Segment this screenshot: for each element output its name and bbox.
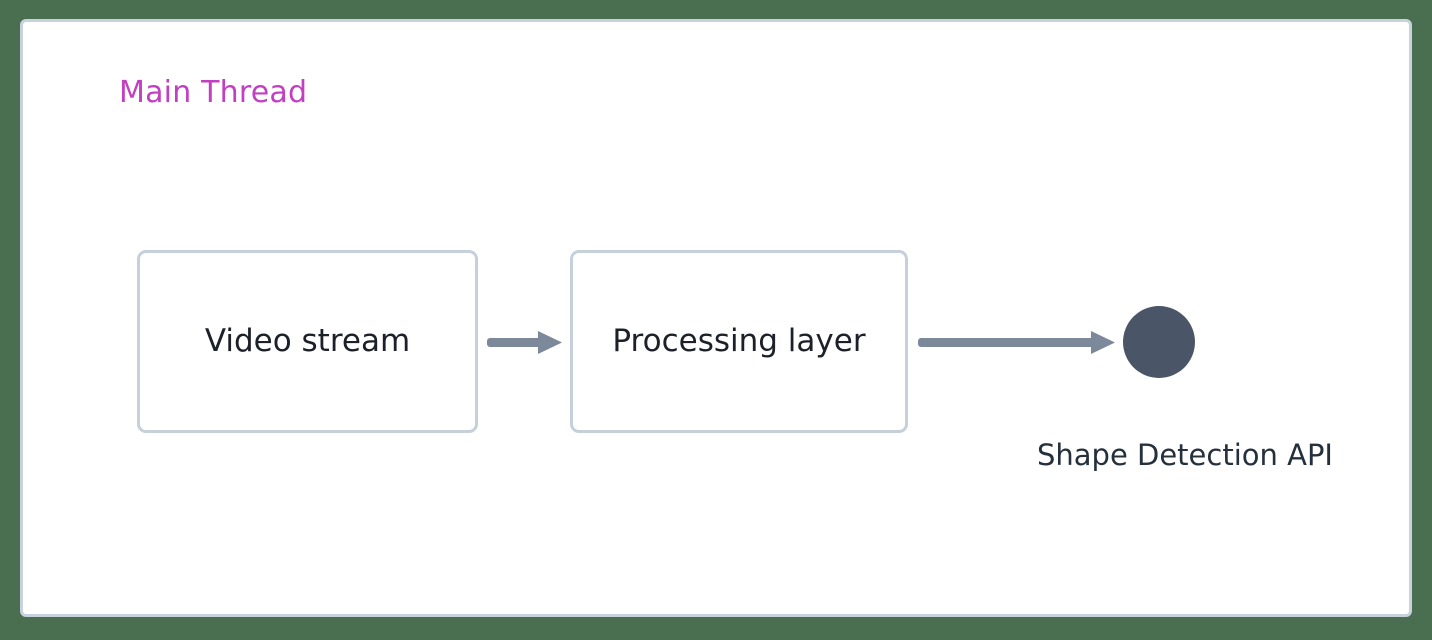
node-processing-layer[interactable]: Processing layer — [570, 250, 908, 433]
cluster-label-main-thread: Main Thread — [119, 75, 308, 110]
node-shape-detection-api-label: Shape Detection API — [1036, 438, 1333, 472]
node-processing-layer-label: Processing layer — [612, 323, 866, 359]
main-thread-container: Main Thread Video stream Processing laye… — [20, 19, 1412, 617]
arrow-processing-layer-to-shape-detection-api — [917, 327, 1117, 357]
node-video-stream[interactable]: Video stream — [137, 250, 478, 433]
arrow-video-stream-to-processing-layer — [486, 327, 564, 357]
node-video-stream-label: Video stream — [204, 323, 411, 359]
arrow-right-icon — [487, 331, 562, 354]
node-shape-detection-api-circle[interactable] — [1123, 306, 1195, 378]
arrow-right-icon — [918, 331, 1115, 354]
